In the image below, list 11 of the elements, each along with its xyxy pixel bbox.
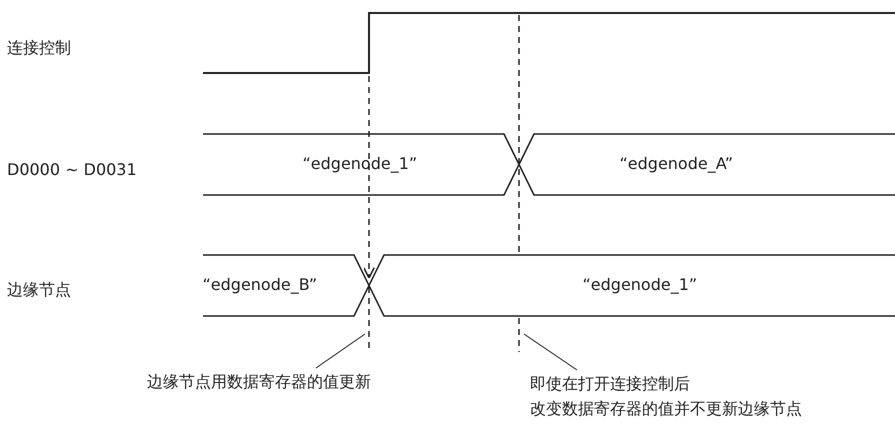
bus-value: “edgenode_B” <box>202 274 318 296</box>
bus-value: “edgenode_A” <box>620 153 733 175</box>
signal-name: 连接控制 <box>7 37 71 59</box>
note-text: 边缘节点用数据寄存器的值更新 <box>147 369 407 394</box>
leader-line <box>524 334 578 370</box>
leader-line <box>316 334 366 368</box>
signal-name: 边缘节点 <box>7 279 71 301</box>
bus-value: “edgenode_1” <box>302 153 418 175</box>
note-text: 即使在打开连接控制后改变数据寄存器的值并不更新边缘节点 <box>530 371 830 421</box>
signal-name: D0000 ~ D0031 <box>7 159 137 181</box>
bus-value: “edgenode_1” <box>582 274 698 296</box>
